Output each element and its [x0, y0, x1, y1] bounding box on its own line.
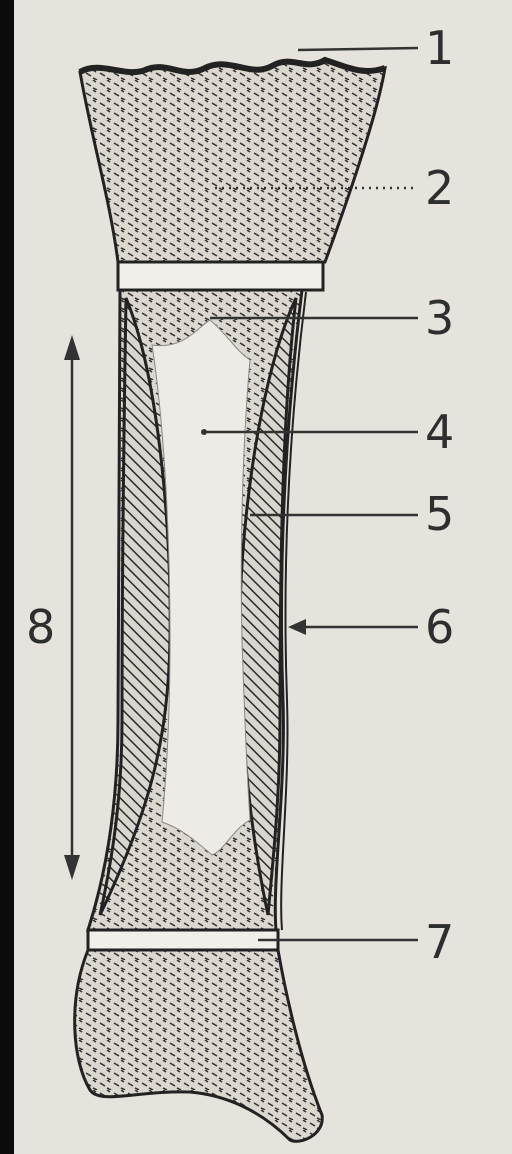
left-dark-border	[0, 0, 14, 1154]
label-7: 7	[425, 915, 454, 969]
label-5: 5	[425, 487, 454, 541]
upper-epiphyseal-plate	[118, 262, 323, 290]
label-2: 2	[425, 161, 454, 215]
label-4: 4	[425, 405, 454, 459]
leader-4-dot	[201, 429, 207, 435]
label-1: 1	[425, 21, 454, 75]
label-3: 3	[425, 291, 454, 345]
lower-epiphyseal-plate	[88, 930, 278, 950]
label-6: 6	[425, 600, 454, 654]
label-8: 8	[26, 600, 55, 654]
